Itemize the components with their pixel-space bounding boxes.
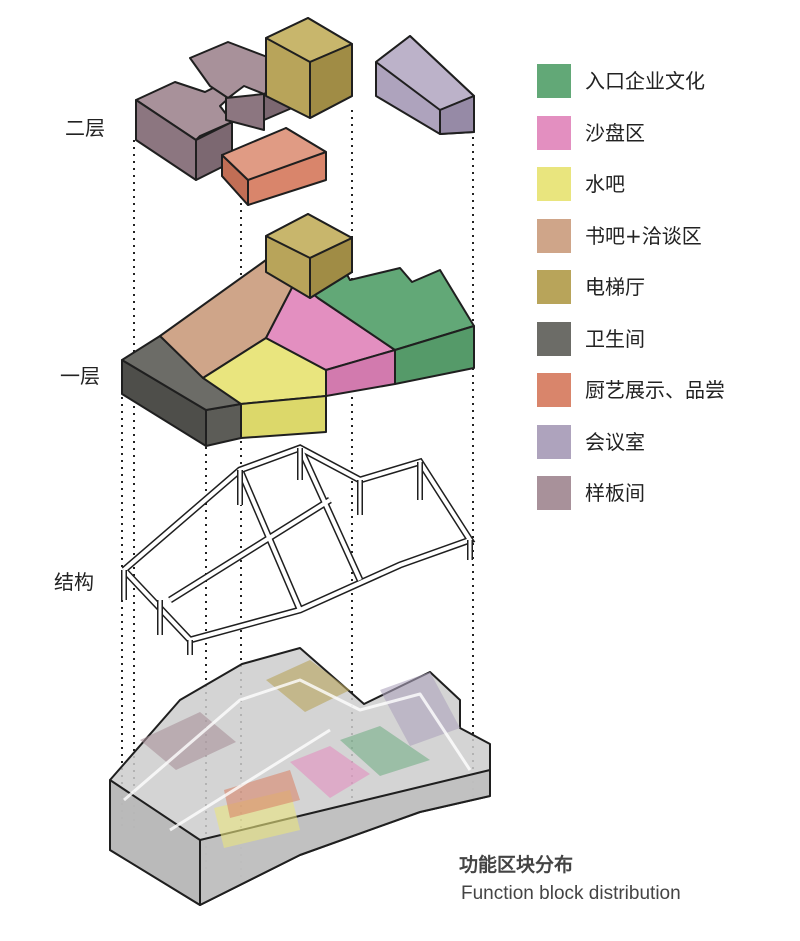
second-floor-blocks: [135, 17, 475, 206]
first-floor-label: 一层: [60, 364, 100, 388]
legend-label: 沙盘区: [585, 120, 645, 145]
structure-label: 结构: [54, 570, 94, 594]
second-floor-label: 二层: [65, 116, 105, 140]
structure-frame: [121, 444, 476, 655]
legend-item-meeting-room: 会议室: [537, 424, 787, 459]
legend-label: 厨艺展示、品尝: [585, 378, 725, 402]
legend: 入口企业文化 沙盘区 水吧 书吧+洽谈区 电梯厅 卫生间 厨艺展示、品尝 会议室…: [537, 64, 787, 528]
legend-label: 水吧: [585, 172, 625, 196]
legend-label: 电梯厅: [585, 275, 645, 299]
legend-item-water-bar: 水吧: [537, 167, 787, 201]
meeting-room-swatch: [537, 424, 571, 459]
cooking-swatch: [537, 373, 571, 407]
legend-label: 入口企业文化: [585, 69, 705, 93]
water-bar-swatch: [537, 167, 571, 201]
elevator-hall-block-upper: [265, 17, 353, 119]
legend-label: 会议室: [585, 429, 645, 454]
restroom-swatch: [537, 321, 571, 356]
cooking-block: [221, 127, 327, 206]
book-bar-swatch: [537, 218, 571, 253]
combined-volume: [109, 647, 491, 906]
entrance-culture-swatch: [537, 64, 571, 98]
legend-item-entrance-culture: 入口企业文化: [537, 64, 787, 98]
model-room-swatch: [537, 476, 571, 510]
legend-label: 书吧+洽谈区: [585, 223, 702, 248]
legend-item-elevator-hall: 电梯厅: [537, 270, 787, 304]
first-floor-blocks: [121, 213, 475, 447]
legend-label: 卫生间: [585, 326, 645, 351]
legend-item-sand-table: 沙盘区: [537, 115, 787, 150]
legend-item-restroom: 卫生间: [537, 321, 787, 356]
elevator-hall-swatch: [537, 270, 571, 304]
legend-label: 样板间: [585, 481, 645, 505]
sand-table-swatch: [537, 115, 571, 150]
meeting-room-block: [375, 35, 475, 135]
legend-item-book-bar: 书吧+洽谈区: [537, 218, 787, 253]
legend-item-cooking: 厨艺展示、品尝: [537, 373, 787, 407]
legend-item-model-room: 样板间: [537, 476, 787, 510]
caption-title-cn: 功能区块分布: [459, 854, 574, 876]
caption-title-en: Function block distribution: [461, 883, 681, 904]
